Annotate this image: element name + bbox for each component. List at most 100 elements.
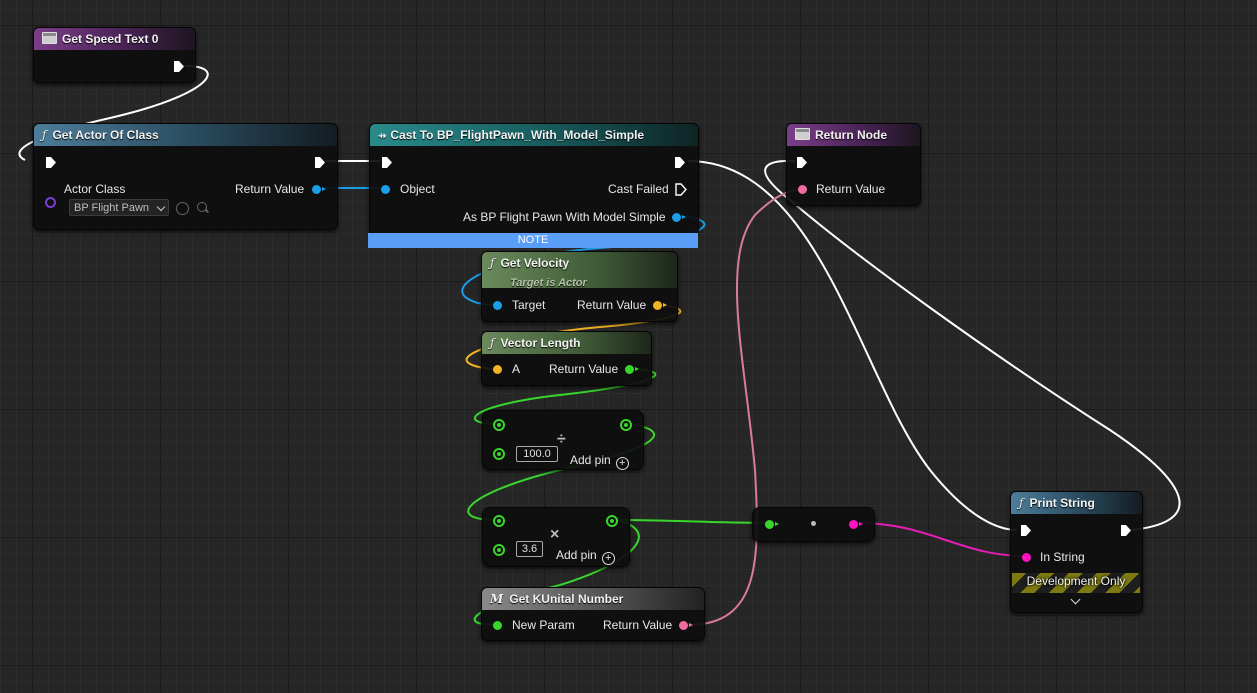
conversion-dot-icon xyxy=(811,521,816,526)
function-icon: ƒ xyxy=(1019,496,1024,510)
node-title: Get Speed Text 0 xyxy=(62,32,159,46)
return-value-label: Return Value xyxy=(603,618,673,632)
actor-class-label: Actor Class xyxy=(64,182,126,196)
exec-in-pin[interactable] xyxy=(45,156,57,169)
node-header: M Get KUnital Number xyxy=(482,588,704,610)
conversion-input-pin[interactable] xyxy=(765,520,779,529)
development-only-banner xyxy=(1012,573,1140,593)
multiply-input-b-pin[interactable] xyxy=(493,544,505,556)
return-value-pin[interactable] xyxy=(679,621,693,630)
node-divide[interactable]: ÷ 100.0 Add pin + xyxy=(482,410,644,470)
node-float-to-string[interactable] xyxy=(752,507,875,542)
node-title: Get KUnital Number xyxy=(509,592,624,606)
divide-input-a-pin[interactable] xyxy=(493,419,505,431)
return-value-pin[interactable] xyxy=(312,185,326,194)
node-return[interactable]: Return Node Return Value xyxy=(786,123,921,206)
plus-icon: + xyxy=(615,457,629,470)
node-title: Cast To BP_FlightPawn_With_Model_Simple xyxy=(390,128,645,142)
exec-in-pin[interactable] xyxy=(381,156,393,169)
object-label: Object xyxy=(400,182,435,196)
as-flightpawn-pin[interactable] xyxy=(672,213,686,222)
use-selected-icon[interactable] xyxy=(176,202,189,215)
node-cast-to-flightpawn[interactable]: ⇸Cast To BP_FlightPawn_With_Model_Simple… xyxy=(369,123,699,235)
multiply-input-a-pin[interactable] xyxy=(493,515,505,527)
add-pin-label: Add pin xyxy=(570,453,611,467)
node-subtitle: Target is Actor xyxy=(510,277,587,289)
node-title: Print String xyxy=(1029,496,1095,510)
node-title: Get Velocity xyxy=(500,256,570,270)
new-param-pin[interactable] xyxy=(493,621,502,630)
cast-icon: ⇸ xyxy=(378,131,387,142)
cast-failed-label: Cast Failed xyxy=(608,182,669,196)
dropdown-value: BP Flight Pawn xyxy=(74,202,150,214)
node-header: ƒ Get Velocity Target is Actor xyxy=(482,252,677,289)
function-icon: ƒ xyxy=(42,128,47,142)
new-param-label: New Param xyxy=(512,618,575,632)
actor-class-pin[interactable] xyxy=(45,197,56,208)
node-title: Vector Length xyxy=(500,336,581,350)
return-value-pin[interactable] xyxy=(625,365,639,374)
a-pin[interactable] xyxy=(493,365,502,374)
conversion-output-pin[interactable] xyxy=(849,520,863,529)
node-header: ƒ Print String xyxy=(1011,492,1142,514)
in-string-pin[interactable] xyxy=(1022,553,1031,562)
target-label: Target xyxy=(512,298,546,312)
divide-value-input[interactable]: 100.0 xyxy=(516,446,558,462)
node-get-velocity[interactable]: ƒ Get Velocity Target is Actor Target Ret… xyxy=(481,251,678,322)
divide-output-pin[interactable] xyxy=(620,419,632,431)
node-get-actor-of-class[interactable]: ƒ Get Actor Of Class Actor Class Return V… xyxy=(33,123,338,230)
wire-exec-cast-to-print xyxy=(687,160,1018,531)
node-multiply[interactable]: × 3.6 Add pin+ xyxy=(482,507,630,567)
cast-failed-pin[interactable] xyxy=(675,183,687,196)
actor-class-dropdown[interactable]: BP Flight Pawn xyxy=(69,199,169,216)
return-value-label: Return Value xyxy=(235,182,305,196)
note-bar[interactable]: NOTE xyxy=(368,233,698,248)
wire-string-convert-to-print xyxy=(857,522,1026,557)
as-flightpawn-label: As BP Flight Pawn With Model Simple xyxy=(463,210,666,224)
chevron-down-icon xyxy=(156,202,166,212)
wire-text-kunital-to-return xyxy=(687,188,802,626)
node-header: ƒ Vector Length xyxy=(482,332,651,354)
exec-in-pin[interactable] xyxy=(1020,524,1032,537)
node-title: Return Node xyxy=(815,128,887,142)
node-header: ƒ Get Actor Of Class xyxy=(34,124,337,146)
add-pin-label: Add pin xyxy=(556,548,597,562)
object-pin[interactable] xyxy=(381,185,390,194)
return-value-label: Return Value xyxy=(816,182,886,196)
target-pin[interactable] xyxy=(493,301,502,310)
node-get-kunital-number[interactable]: M Get KUnital Number New Param Return Val… xyxy=(481,587,705,641)
divide-icon: ÷ xyxy=(557,431,566,448)
exec-out-pin[interactable] xyxy=(314,156,326,169)
multiply-output-pin[interactable] xyxy=(606,515,618,527)
function-icon: ƒ xyxy=(490,336,495,350)
event-icon xyxy=(42,32,57,44)
function-icon: ƒ xyxy=(490,256,495,270)
node-header: Return Node xyxy=(787,124,920,146)
exec-out-pin[interactable] xyxy=(674,156,686,169)
return-value-label: Return Value xyxy=(577,298,647,312)
divide-add-pin-button[interactable]: Add pin + xyxy=(570,453,629,470)
multiply-add-pin-button[interactable]: Add pin+ xyxy=(556,548,615,565)
node-get-speed-text[interactable]: Get Speed Text 0 xyxy=(33,27,196,83)
wire-float-multiply-to-convert xyxy=(615,519,771,524)
event-icon xyxy=(795,128,810,140)
node-header: ⇸Cast To BP_FlightPawn_With_Model_Simple xyxy=(370,124,698,146)
node-header: Get Speed Text 0 xyxy=(34,28,195,50)
browse-icon[interactable] xyxy=(197,202,207,212)
node-title: Get Actor Of Class xyxy=(52,128,159,142)
return-value-pin[interactable] xyxy=(653,301,667,310)
wire-exec-print-to-return xyxy=(764,159,1181,531)
return-value-pin[interactable] xyxy=(798,185,807,194)
exec-out-pin[interactable] xyxy=(173,60,185,73)
node-vector-length[interactable]: ƒ Vector Length A Return Value xyxy=(481,331,652,386)
exec-out-pin[interactable] xyxy=(1120,524,1132,537)
multiply-icon: × xyxy=(550,526,560,543)
return-value-label: Return Value xyxy=(549,362,619,376)
a-label: A xyxy=(512,362,521,376)
exec-in-pin[interactable] xyxy=(796,156,808,169)
multiply-value-input[interactable]: 3.6 xyxy=(516,541,543,557)
macro-icon: M xyxy=(490,592,504,606)
development-only-label: Development Only xyxy=(1026,574,1126,588)
in-string-label: In String xyxy=(1040,550,1085,564)
divide-input-b-pin[interactable] xyxy=(493,448,505,460)
